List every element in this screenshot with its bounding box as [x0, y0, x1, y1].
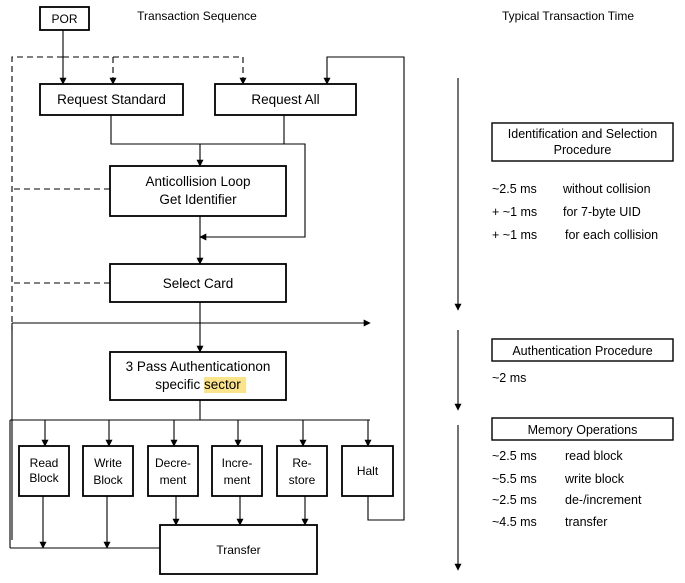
anticollision-box [109, 165, 287, 217]
anticollision-label-line2: Get Identifier [159, 192, 237, 207]
transfer-node: Transfer [159, 524, 318, 575]
request-standard-box [39, 83, 184, 116]
authentication-box [109, 351, 287, 401]
restore-label-line2: store [289, 473, 316, 487]
read-block-node: Read Block [18, 445, 70, 497]
transfer-box [159, 524, 318, 575]
identification-timing: Identification and Selection Procedure ~… [491, 122, 674, 242]
auth-line2-highlight: sector [204, 377, 241, 392]
memory-row3-value: ~2.5 ms [492, 493, 537, 507]
write-block-box [82, 445, 134, 497]
identification-title-line2: Procedure [554, 143, 612, 157]
increment-node: Incre- ment [211, 445, 263, 497]
anticollision-label-line1: Anticollision Loop [145, 174, 250, 189]
select-card-label: Select Card [163, 276, 234, 291]
por-box [39, 6, 90, 31]
sector-highlight [204, 377, 246, 393]
request-standard-label: Request Standard [57, 92, 166, 107]
memory-row3-desc: de-/increment [565, 493, 642, 507]
por-node: POR [39, 6, 90, 31]
write-block-label-line2: Block [93, 473, 123, 487]
authentication-row1-value: ~2 ms [492, 371, 526, 385]
memory-row1-desc: read block [565, 449, 623, 463]
restore-box [276, 445, 328, 497]
identification-row3-value: + ~1 ms [492, 228, 537, 242]
request-standard-node: Request Standard [39, 83, 184, 116]
anticollision-node: Anticollision Loop Get Identifier [109, 165, 287, 217]
authentication-title: Authentication Procedure [512, 344, 652, 358]
memory-row2-desc: write block [564, 472, 625, 486]
decrement-label-line1: Decre- [155, 456, 191, 470]
request-all-label: Request All [251, 92, 319, 107]
connectors [9, 30, 405, 549]
auth-line2-prefix: specific [155, 377, 204, 392]
restore-label-line1: Re- [292, 456, 311, 470]
memory-row2-value: ~5.5 ms [492, 472, 537, 486]
identification-title-line1: Identification and Selection [508, 127, 657, 141]
authentication-label-line2: specific sector [155, 377, 241, 392]
authentication-label-line1: 3 Pass Authenticationon [126, 359, 271, 374]
increment-label-line2: ment [224, 473, 251, 487]
decrement-node: Decre- ment [147, 445, 199, 497]
memory-timing: Memory Operations ~2.5 ms read block ~5.… [491, 417, 674, 529]
halt-label: Halt [357, 464, 379, 478]
identification-row1-value: ~2.5 ms [492, 182, 537, 196]
decrement-box [147, 445, 199, 497]
identification-row3-desc: for each collision [565, 228, 658, 242]
sequence-header: Transaction Sequence [137, 9, 257, 23]
decrement-label-line2: ment [160, 473, 187, 487]
left-dashed-return [11, 56, 63, 330]
increment-box [211, 445, 263, 497]
read-block-box [18, 445, 70, 497]
read-block-label-line2: Block [29, 471, 59, 485]
memory-row1-value: ~2.5 ms [492, 449, 537, 463]
select-card-box [109, 263, 287, 303]
read-block-label-line1: Read [30, 456, 59, 470]
halt-box [341, 445, 394, 497]
transfer-label: Transfer [216, 543, 260, 557]
select-card-node: Select Card [109, 263, 287, 303]
restore-node: Re- store [276, 445, 328, 497]
write-block-label-line1: Write [94, 456, 122, 470]
identification-row2-desc: for 7-byte UID [563, 205, 641, 219]
write-block-node: Write Block [82, 445, 134, 497]
memory-title-box [491, 417, 674, 441]
memory-row4-value: ~4.5 ms [492, 515, 537, 529]
request-all-box [214, 83, 357, 116]
time-header: Typical Transaction Time [502, 9, 634, 23]
halt-return-line [323, 56, 405, 521]
authentication-title-box [491, 338, 674, 362]
authentication-timing: Authentication Procedure ~2 ms [491, 338, 674, 385]
request-standard-out-line [110, 115, 306, 241]
identification-row1-desc: without collision [562, 182, 651, 196]
memory-row4-desc: transfer [565, 515, 607, 529]
por-label: POR [51, 12, 77, 26]
identification-title-box [491, 122, 674, 162]
increment-label-line1: Incre- [222, 456, 253, 470]
memory-title: Memory Operations [528, 423, 638, 437]
identification-row2-value: + ~1 ms [492, 205, 537, 219]
request-all-node: Request All [214, 83, 357, 116]
halt-node: Halt [341, 445, 394, 497]
authentication-node: 3 Pass Authenticationon specific sector [109, 351, 287, 401]
